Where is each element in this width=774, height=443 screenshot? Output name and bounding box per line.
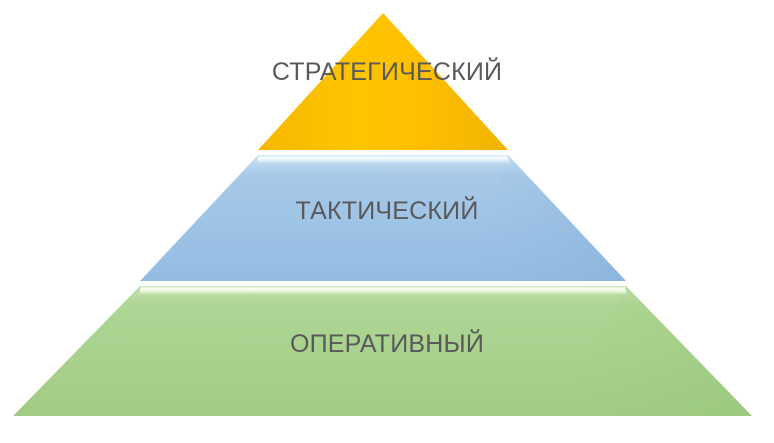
tier-shape-operational	[13, 286, 752, 416]
tier-side-shade-operational	[560, 286, 752, 416]
tier-side-shade-tactical	[470, 155, 626, 281]
pyramid-tier-strategic	[258, 13, 508, 150]
tier-shape-strategic	[258, 13, 508, 150]
tier-bevel-operational	[139, 286, 627, 295]
pyramid-tier-tactical	[140, 155, 626, 281]
pyramid-tier-operational	[13, 286, 752, 416]
tier-bevel-tactical	[256, 155, 510, 164]
